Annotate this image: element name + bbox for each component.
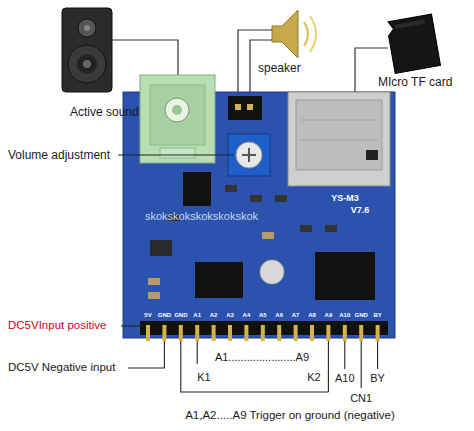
- connector-name: CN1: [350, 393, 372, 404]
- signal-range: A1......................A9: [215, 352, 309, 363]
- sd-slot: [288, 92, 390, 186]
- key-label: K2: [307, 372, 320, 383]
- signal-name: A10: [335, 373, 355, 384]
- header-pin: [294, 325, 298, 341]
- pin-name: A10: [339, 312, 350, 318]
- pin-name: A6: [275, 312, 283, 318]
- part-label: MIcro TF card: [378, 76, 452, 88]
- pin-name: GND: [158, 312, 171, 318]
- header-pin: [228, 325, 232, 341]
- pin-name: 5V: [144, 312, 151, 318]
- header-pin: [195, 325, 199, 341]
- header-pin: [179, 325, 183, 341]
- pin-name: A3: [226, 312, 234, 318]
- header-pin: [162, 325, 166, 341]
- board-components: [148, 172, 375, 300]
- speaker-header: [228, 96, 262, 120]
- board-model: YS-M3: [331, 194, 359, 203]
- pin-name: GND: [355, 312, 368, 318]
- header-pin: [376, 325, 380, 341]
- pin-name: A7: [292, 312, 300, 318]
- note: A1,A2.....A9 Trigger on ground (negative…: [185, 410, 395, 422]
- pin-name: A9: [325, 312, 333, 318]
- header-pin: [261, 325, 265, 341]
- pin-name: A8: [308, 312, 316, 318]
- part-label: speaker: [258, 62, 301, 74]
- header-pin: [212, 325, 216, 341]
- pin-name: A1: [193, 312, 201, 318]
- header-pin: [310, 325, 314, 341]
- pin-name: GND: [174, 312, 187, 318]
- audio-jack: [140, 75, 215, 163]
- header-pin: [277, 325, 281, 341]
- part-label: Volume adjustment: [8, 149, 110, 161]
- power-label: DC5VInput positive: [8, 320, 106, 332]
- speaker-horn-icon: [272, 10, 316, 58]
- header-pins: [146, 325, 380, 341]
- board-version: V7.6: [351, 206, 370, 215]
- header-pin: [244, 325, 248, 341]
- potentiometer: [228, 134, 270, 176]
- part-label: Active sound: [70, 106, 139, 118]
- signal-name: BY: [370, 373, 385, 384]
- sd-card-icon: [386, 14, 440, 73]
- active-speaker-icon: [62, 8, 112, 92]
- watermark: skokskokskokskokskok: [145, 211, 258, 222]
- key-label: K1: [197, 372, 210, 383]
- pin-name: A5: [259, 312, 267, 318]
- header-pin: [343, 325, 347, 341]
- wire: [112, 40, 178, 76]
- leader-lines: [118, 155, 378, 392]
- header-pin: [359, 325, 363, 341]
- header-pin: [146, 325, 150, 341]
- power-label: DC5V Negative input: [8, 362, 115, 374]
- header-pin: [326, 325, 330, 341]
- pin-name: A2: [210, 312, 218, 318]
- pin-name: A4: [243, 312, 251, 318]
- pin-name: BY: [373, 312, 381, 318]
